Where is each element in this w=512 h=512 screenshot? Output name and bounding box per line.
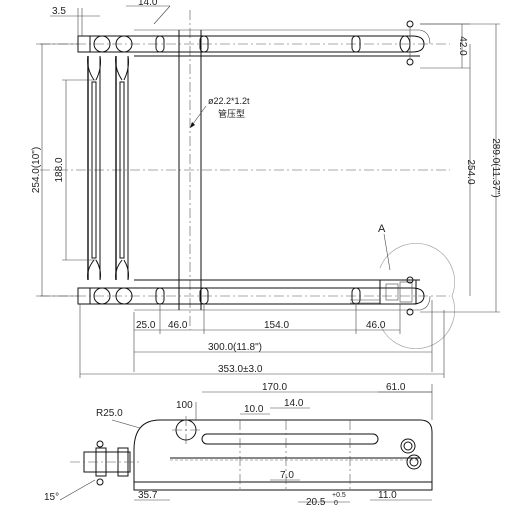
top-left-bend-2 [115,35,133,53]
dim-25-0-label: 25.0 [136,320,156,331]
bottom-pin-foot [406,308,414,316]
top-slot-2 [199,35,209,53]
dim-300-label: 300.0(11.8") [208,342,262,353]
side-view: 170.0 61.0 R25.0 100 10.0 14.0 7.0 15° 3… [44,382,433,508]
dim-20-5-tol-lower: 0 [334,500,338,507]
top-frame-bar [78,35,425,53]
dim-42-0-label: 42.0 [457,36,468,56]
dim-r25-leader [111,419,141,429]
detail-a-circle [379,242,456,350]
dim-254-right-label: 254.0 [465,159,476,184]
left-tube-1-bottom-neck [87,259,101,281]
top-slot-1 [155,35,165,53]
dim-353-value: 353.0 [218,364,243,375]
top-left-bend-1 [93,35,111,53]
side-15deg-line [59,479,96,501]
bottom-left-bend-2 [115,287,133,305]
left-tube-2-top-neck [115,55,129,81]
dim-14-0-top-leader [153,5,171,25]
top-view: A ø22.2*1.2t 管压型 3.5 [31,0,501,378]
dim-289-label: 289.0(11.37") [490,138,501,198]
latch-plate [385,283,399,301]
tube-process-note: 管压型 [218,108,245,119]
dim-r25-label: R25.0 [96,408,123,419]
detail-a-leader [383,233,391,271]
dim-7-label: 7.0 [280,470,294,481]
side-plate-outline [133,419,433,491]
top-pin-head [406,20,414,28]
tube-spec-arrowhead [190,122,195,128]
dim-154-0-label: 154.0 [264,320,289,331]
detail-a-label: A [378,223,386,235]
side-right-hole-2 [406,454,422,470]
dim-46-0-right-label: 46.0 [366,320,386,331]
dim-14-0-top-label: 14.0 [138,0,158,8]
left-tube-2-core [119,81,125,259]
dim-170-label: 170.0 [262,382,287,393]
bottom-left-bend-1 [93,287,111,305]
dim-20-5-tol-upper: +0.5 [332,492,346,499]
left-tube-1-core [91,81,97,259]
latch-housing [379,279,417,305]
left-tube-1-top-neck [87,55,101,81]
dim-20-5-label: 20.5 [306,497,326,508]
dim-3-5-label: 3.5 [52,6,66,17]
dim-14-label: 14.0 [284,398,304,409]
side-right-hole-1-inner [403,441,413,451]
dim-100-label: 100 [176,400,193,411]
side-right-hole-1 [400,438,416,454]
dim-188-label: 188.0 [54,157,65,182]
top-frame-edge [134,29,431,45]
dim-254-left-label: 254.0(10") [31,147,42,193]
dim-11-label: 11.0 [378,490,397,501]
dim-35-7-label: 35.7 [138,490,158,501]
dim-10-label: 10.0 [244,404,264,415]
bottom-pin-head [406,276,414,284]
dim-353-tolerance: ±3.0 [243,364,263,375]
top-pin-foot [406,58,414,66]
bottom-frame-edge [134,295,431,311]
side-left-bolt-bottom [96,478,104,486]
top-slot-3 [351,35,361,53]
left-tube-2-bottom-neck [115,259,129,281]
dim-46-0-left-label: 46.0 [168,320,188,331]
tube-spec-callout: ø22.2*1.2t [208,96,250,106]
dim-353-label: 353.0±3.0 [218,364,263,375]
side-left-bolt-top [96,440,104,448]
side-right-hole-2-inner [409,457,419,467]
dim-15deg-label: 15° [44,492,59,503]
dim-61-label: 61.0 [386,382,406,393]
dim-14-0-top-bg [132,0,160,6]
side-long-slot [201,433,379,445]
latch-block [399,281,413,303]
